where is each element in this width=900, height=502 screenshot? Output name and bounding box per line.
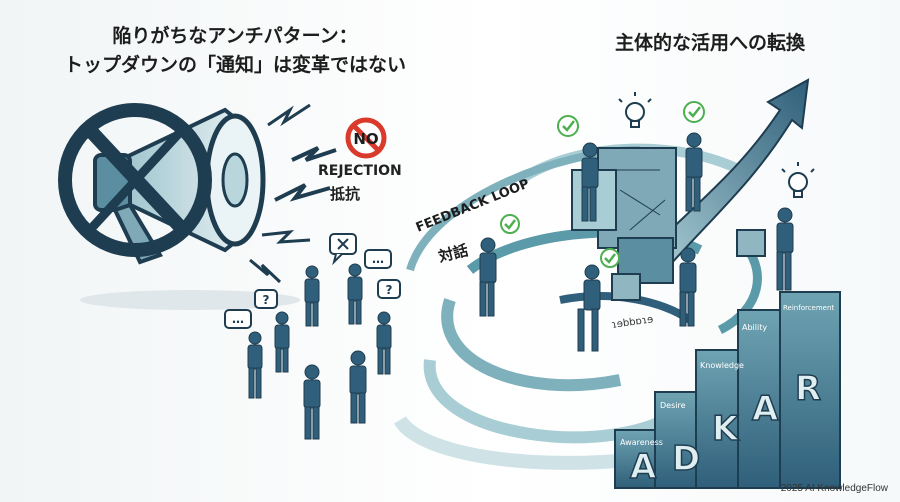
adkar-step-reinforcement: Reinforcement	[783, 304, 834, 312]
carried-cube	[736, 229, 766, 257]
no-sign-icon: NO	[345, 117, 387, 159]
dialogue-label: 対話	[436, 241, 470, 266]
adkar-letter-a1: A	[630, 447, 657, 487]
adkar-step-awareness: Awareness	[620, 438, 663, 447]
transition-title: 主体的な活用への転換	[614, 32, 805, 54]
adkar-staircase	[614, 291, 841, 489]
growth-arrow-icon	[648, 78, 810, 267]
svg-text:…: …	[372, 252, 384, 266]
antipattern-title-line2: トップダウンの「通知」は変革ではない	[63, 54, 406, 76]
lightbulb-icon	[618, 92, 815, 198]
credit-text: 2025 AI KnowledgeFlow	[780, 483, 888, 494]
adkar-letter-r: R	[795, 369, 821, 409]
crowd-people	[247, 263, 392, 440]
no-sign-label: NO	[353, 130, 378, 148]
rejection-label: REJECTION	[318, 163, 402, 179]
svg-text:…: …	[232, 312, 244, 326]
adkar-step-ability: Ability	[742, 323, 767, 332]
adkar-step-labels: Awareness Desire Knowledge Ability Reinf…	[620, 304, 834, 447]
question-bubble-icon: ? ? … …	[224, 249, 401, 329]
adkar-letters: A D K A R	[629, 368, 822, 488]
adkar-step-knowledge: Knowledge	[700, 361, 744, 370]
svg-text:?: ?	[263, 293, 270, 307]
svg-text:?: ?	[386, 283, 393, 297]
adkar-step-desire: Desire	[660, 401, 686, 410]
adkar-letter-k: K	[712, 409, 740, 449]
resistance-label: 抵抗	[330, 185, 361, 203]
lightning-icon	[249, 103, 337, 284]
collaborating-people	[479, 132, 794, 352]
x-bubble-icon	[329, 233, 357, 266]
prohibited-icon	[58, 103, 212, 257]
check-bubble-icon	[500, 101, 705, 268]
scribble-label: ɿɘbbɒɿɘ	[611, 314, 654, 331]
antipattern-title-line1: 陥りがちなアンチパターン：	[112, 25, 358, 47]
adkar-letter-a2: A	[752, 389, 779, 429]
adkar-letter-d: D	[672, 439, 700, 479]
antipattern-title: 陥りがちなアンチパターン： トップダウンの「通知」は変革ではない	[0, 22, 470, 80]
central-puzzle-blocks	[571, 147, 677, 301]
